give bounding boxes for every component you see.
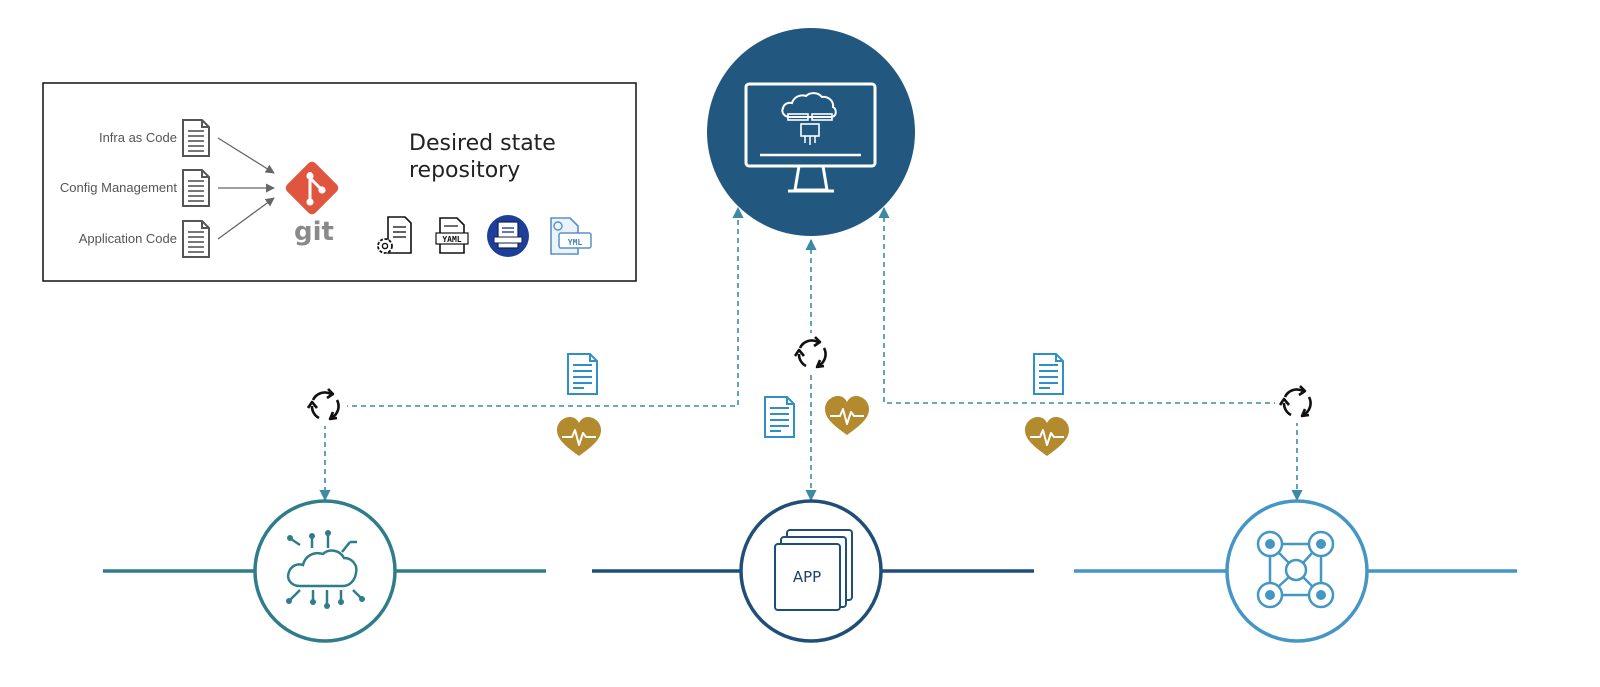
repository-title-line2: repository bbox=[409, 158, 520, 183]
source-label-config-management: Config Management bbox=[60, 180, 177, 195]
source-label-application-code: Application Code bbox=[79, 231, 177, 246]
app-target-node: APP bbox=[739, 499, 883, 643]
app-stack-icon bbox=[774, 529, 853, 611]
manifest-document-icon bbox=[1033, 353, 1064, 395]
desired-state-repository-panel: Infra as Code Config Management Applicat… bbox=[42, 82, 637, 282]
gitops-controller-node bbox=[707, 28, 915, 236]
edge-target-node bbox=[1225, 499, 1369, 643]
source-label-infra-as-code: Infra as Code bbox=[99, 130, 177, 145]
application-code-file-icon bbox=[182, 220, 210, 258]
monitor-icon bbox=[744, 82, 877, 193]
infra-as-code-file-icon bbox=[182, 119, 210, 157]
yaml-file-icon: YAML bbox=[435, 217, 469, 254]
config-file-icon bbox=[377, 216, 412, 254]
sync-icon bbox=[1275, 383, 1319, 423]
yaml-label: YAML bbox=[442, 235, 461, 244]
health-heart-icon bbox=[824, 395, 870, 436]
cloud-server-icon bbox=[781, 92, 837, 145]
manifest-document-icon bbox=[764, 396, 795, 438]
app-label: APP bbox=[793, 568, 821, 586]
helm-chart-icon bbox=[487, 215, 529, 257]
arrow-infra-to-git bbox=[217, 137, 275, 174]
sync-icon bbox=[791, 333, 833, 375]
health-heart-icon bbox=[1024, 416, 1070, 457]
arrow-app-code-to-git bbox=[217, 197, 275, 240]
manifest-document-icon bbox=[567, 353, 598, 395]
cloud-target-node bbox=[253, 499, 397, 643]
repository-title-line1: Desired state bbox=[409, 131, 556, 156]
cloud-network-icon bbox=[286, 535, 362, 604]
git-logo-icon bbox=[285, 161, 339, 215]
edge-to-controller-connector bbox=[878, 206, 1297, 404]
sync-icon bbox=[303, 386, 347, 426]
yml-label: YML bbox=[568, 238, 583, 247]
cloud-to-controller-connector bbox=[325, 206, 744, 407]
config-management-file-icon bbox=[182, 169, 210, 207]
kubernetes-yml-icon: YML bbox=[550, 217, 592, 255]
health-heart-icon bbox=[556, 416, 602, 457]
edge-network-icon bbox=[1256, 530, 1335, 609]
git-label: git bbox=[294, 217, 334, 247]
